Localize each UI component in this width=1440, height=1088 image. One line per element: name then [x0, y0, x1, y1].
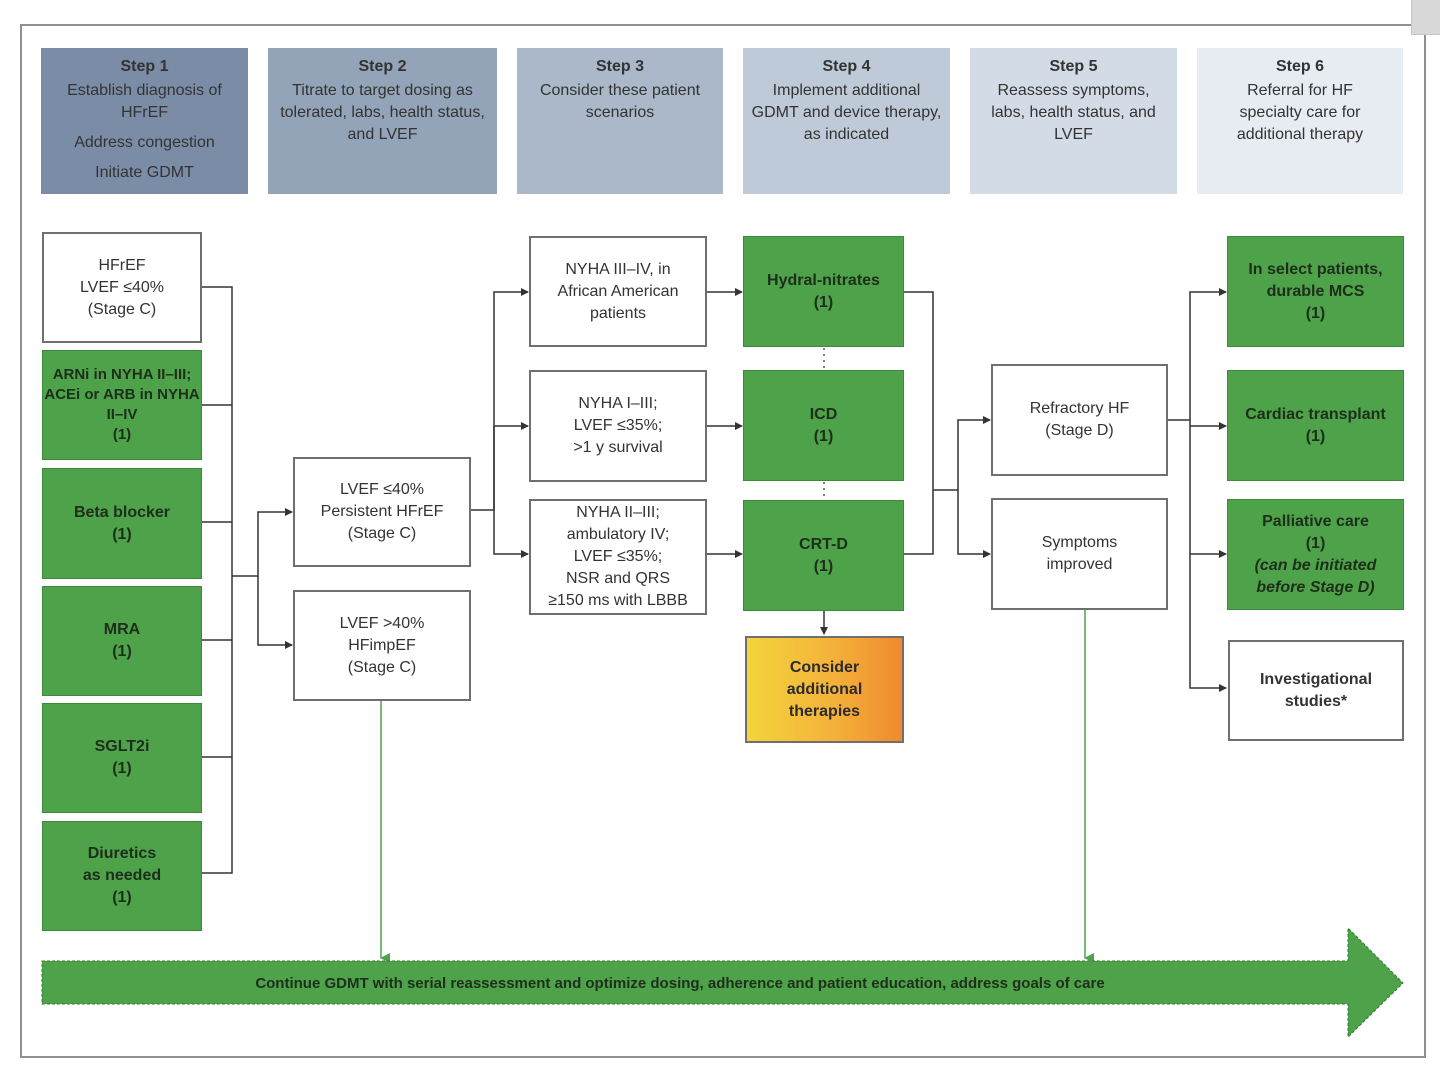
icd-box: ICD (1) [743, 370, 904, 481]
step-5-header: Step 5 Reassess symptoms, labs, health s… [970, 48, 1177, 194]
durable-mcs-box: In select patients, durable MCS (1) [1227, 236, 1404, 347]
arrow-to-scenario-3 [493, 426, 529, 558]
hfref-box: HFrEF LVEF ≤40% (Stage C) [42, 232, 202, 343]
step-2-line-1: Titrate to target dosing as tolerated, l… [280, 82, 485, 143]
persistent-hfref-box: LVEF ≤40% Persistent HFrEF (Stage C) [293, 457, 471, 567]
col4-bracket [903, 291, 934, 555]
step-5-title: Step 5 [1049, 58, 1098, 75]
step-3-line-1: Consider these patient scenarios [539, 82, 701, 121]
arrow-to-palliative [1189, 420, 1227, 558]
step-1-line-1: Establish diagnosis of HFrEF [67, 82, 222, 121]
scenario-african-american-box: NYHA III–IV, in African American patient… [529, 236, 707, 347]
symptoms-improved-box: Symptoms improved [991, 498, 1168, 610]
col1-bracket [201, 286, 233, 874]
step-1-line-3: Initiate GDMT [95, 164, 194, 181]
crt-d-box: CRT-D (1) [743, 500, 904, 611]
step-5-line-1: Reassess symptoms, labs, health status, … [991, 82, 1156, 143]
arrow-to-investigational [1189, 554, 1227, 692]
continue-gdmt-banner-arrow [41, 926, 1404, 1039]
arrow-to-persistent [232, 508, 293, 577]
consider-additional-therapies-box: Consider additional therapies [745, 636, 904, 743]
investigational-studies-box: Investigational studies* [1228, 640, 1404, 741]
continue-gdmt-banner-text: Continue GDMT with serial reassessment a… [255, 975, 1105, 992]
step-4-line-1: Implement additional GDMT and device the… [751, 82, 942, 143]
arrow-to-scenario-1 [470, 288, 529, 511]
step-3-title: Step 3 [595, 58, 644, 75]
arrow-to-refractory [933, 416, 991, 491]
step-4-title: Step 4 [822, 58, 871, 75]
step-6-header: Step 6 Referral for HF specialty care fo… [1197, 48, 1403, 194]
palliative-care-label: Palliative care (1) [1262, 512, 1369, 552]
step-2-title: Step 2 [358, 58, 407, 75]
arrow-to-mcs [1167, 288, 1227, 421]
scrollbar-thumb[interactable] [1411, 0, 1440, 35]
step-1-line-2: Address congestion [74, 134, 215, 151]
step-4-header: Step 4 Implement additional GDMT and dev… [743, 48, 950, 194]
step-2-header: Step 2 Titrate to target dosing as toler… [268, 48, 497, 194]
sglt2i-box: SGLT2i (1) [42, 703, 202, 813]
arrow-to-symptoms-improved [957, 490, 991, 558]
arni-box: ARNi in NYHA II–III; ACEi or ARB in NYHA… [42, 350, 202, 460]
palliative-care-note: (can be initiated before Stage D) [1254, 556, 1377, 596]
beta-blocker-box: Beta blocker (1) [42, 468, 202, 579]
hfimpef-box: LVEF >40% HFimpEF (Stage C) [293, 590, 471, 701]
step-1-header: Step 1 Establish diagnosis of HFrEF Addr… [41, 48, 248, 194]
step-1-title: Step 1 [120, 58, 169, 75]
diuretics-box: Diuretics as needed (1) [42, 821, 202, 931]
cardiac-transplant-box: Cardiac transplant (1) [1227, 370, 1404, 481]
scenario-icd-box: NYHA I–III; LVEF ≤35%; >1 y survival [529, 370, 707, 482]
mra-box: MRA (1) [42, 586, 202, 696]
refractory-hf-box: Refractory HF (Stage D) [991, 364, 1168, 476]
hydral-nitrates-box: Hydral-nitrates (1) [743, 236, 904, 347]
palliative-care-box: Palliative care (1) (can be initiated be… [1227, 499, 1404, 610]
step-3-header: Step 3 Consider these patient scenarios [517, 48, 723, 194]
diagram-frame [20, 24, 1426, 1058]
step-6-line-1: Referral for HF specialty care for addit… [1236, 82, 1364, 143]
arrow-to-improved [257, 576, 293, 649]
scenario-crtd-box: NYHA II–III; ambulatory IV; LVEF ≤35%; N… [529, 499, 707, 615]
step-6-title: Step 6 [1275, 58, 1324, 75]
